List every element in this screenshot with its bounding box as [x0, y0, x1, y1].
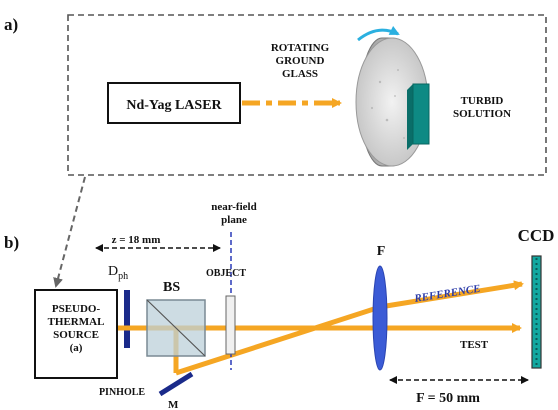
source-label-line-3: SOURCE	[53, 329, 99, 341]
lens	[372, 265, 388, 371]
reference-label: REFERENCE	[413, 283, 482, 305]
f-distance-label: F = 50 mm	[416, 391, 480, 406]
object-slide	[225, 295, 236, 355]
ground-glass-label-line-1: ROTATING	[271, 42, 330, 54]
dph-label: Dph	[108, 264, 128, 282]
mirror	[158, 371, 194, 397]
z-label: z = 18 mm	[112, 234, 161, 246]
source-box	[34, 289, 118, 379]
mirror-label: M	[168, 399, 179, 410]
lens-label: F	[377, 244, 386, 259]
bs-label: BS	[163, 280, 180, 295]
source-label-line-1: PSEUDO-	[52, 303, 101, 315]
source-label-line-2: THERMAL	[48, 316, 105, 328]
source-label-line-4: (a)	[70, 342, 83, 354]
panel-b-label: b)	[4, 233, 19, 252]
panel-a-label: a)	[4, 15, 18, 34]
beam-splitter	[146, 299, 206, 357]
ccd-sensor	[531, 255, 542, 369]
object-label: OBJECT	[206, 268, 246, 279]
turbid-cuvette	[407, 83, 430, 150]
turbid-label-line-1: TURBID	[461, 95, 504, 107]
near-field-label-line-2: plane	[221, 214, 247, 226]
turbid-label-line-2: SOLUTION	[453, 108, 511, 120]
laser-box	[107, 82, 241, 124]
ground-glass-label-line-3: GLASS	[282, 68, 318, 80]
rotation-arrow	[357, 25, 400, 42]
pinhole	[124, 290, 130, 348]
ccd-label: CCD	[518, 226, 555, 245]
laser-label: Nd-Yag LASER	[126, 98, 222, 113]
ground-glass-label-line-2: GROUND	[276, 55, 325, 67]
test-label: TEST	[460, 339, 489, 351]
near-field-label-line-1: near-field	[211, 201, 256, 213]
pinhole-label: PINHOLE	[99, 387, 145, 398]
panel-a-dashed-frame	[67, 14, 547, 176]
panel-link-arrow	[53, 176, 86, 288]
